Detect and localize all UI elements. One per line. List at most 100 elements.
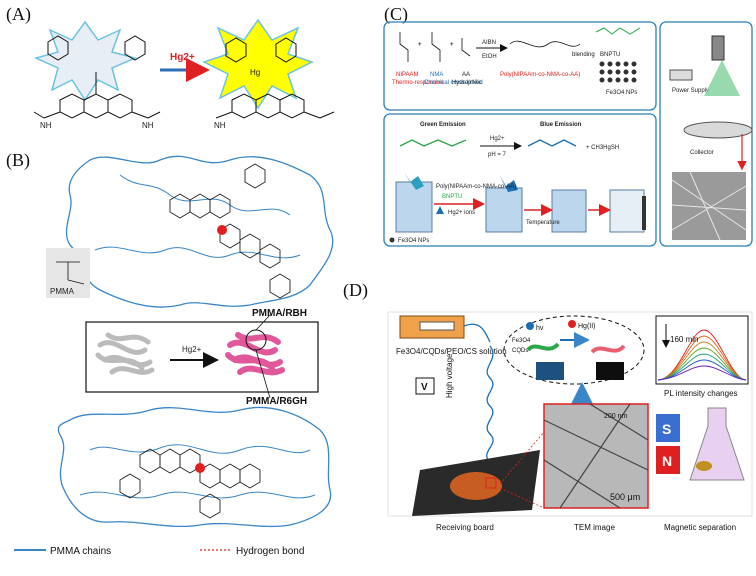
- hv-icon: [526, 322, 534, 330]
- panel-d: Fe3O4/CQDs/PEO/CS solution V High voltag…: [387, 311, 753, 532]
- synthesis-box: [383, 21, 657, 111]
- taylor-cone: [704, 60, 740, 96]
- voltage-box: [415, 377, 435, 395]
- legend-hbond-label: Hydrogen bond: [236, 546, 304, 557]
- fe3o4-label: Fe3O4 NPs: [606, 90, 637, 96]
- fiber-before: [526, 342, 560, 352]
- zoom-line-up: [255, 314, 271, 331]
- pl-label: PL intensity changes: [664, 389, 738, 398]
- sem-fibers: [671, 171, 747, 241]
- fe3o4-legend-dot: [389, 237, 395, 243]
- legend-bnptu-c: BNPTU: [442, 194, 462, 200]
- nipaam-sub: Thermo-responsive: [392, 80, 444, 86]
- magnet-s-label: S: [662, 421, 671, 437]
- pmma-label: PMMA: [50, 287, 75, 296]
- hg-ion-middle-label: Hg2+: [182, 345, 202, 354]
- molecule-a-left: [33, 35, 161, 119]
- pmma-rbh-title: PMMA/RBH: [252, 308, 307, 319]
- nma-sub: Chemical cross-linked: [424, 80, 483, 86]
- monomer-structures: [399, 32, 581, 62]
- panel-label-c: (C): [384, 4, 408, 24]
- collector-label: Collector: [690, 150, 714, 156]
- solution-label: Fe3O4/CQDs/PEO/CS solution: [396, 347, 507, 356]
- spinning-jet: [486, 345, 494, 461]
- pmma-r6gh-title: PMMA/R6GH: [246, 396, 307, 407]
- blue-emission-label: Blue Emission: [540, 122, 582, 128]
- bnptu-molecule-blue: [527, 139, 577, 147]
- tube: [463, 323, 491, 343]
- fe3o4-dots: [599, 61, 637, 83]
- fiber-spot: [450, 472, 502, 500]
- voltage-v: V: [421, 382, 428, 393]
- panel-b: PMMA PMMA/RBH Hg2+: [14, 155, 334, 557]
- molecule-rbh: [169, 163, 291, 299]
- pl-curves: [657, 329, 747, 381]
- magnet-n-label: N: [662, 453, 672, 469]
- ph-condition: pH = 7: [488, 152, 507, 158]
- nipaam-label: NIPAAM: [396, 72, 419, 78]
- zoom-line-down: [255, 349, 271, 399]
- power-supply-label: Power Supply: [672, 88, 709, 94]
- electrospin-box: [659, 21, 753, 247]
- pmma-chain-bottom-inner: [89, 444, 311, 454]
- receiving-board-label: Receiving board: [436, 523, 494, 532]
- beaker-1: [395, 172, 433, 233]
- temperature-label: Temperature: [526, 220, 560, 226]
- fe3o4-np-legend: Fe3O4 NPs: [398, 238, 429, 244]
- high-voltage-label: High voltage: [445, 353, 454, 398]
- pmma-chain-top-inner: [119, 174, 291, 216]
- tem-image: [543, 403, 649, 509]
- tem-label: TEM image: [574, 523, 615, 532]
- panel-label-d: (D): [343, 280, 368, 300]
- zoom-rect: [485, 477, 497, 489]
- hg-label-d: Hg(II): [578, 323, 596, 330]
- flask-precipitate: [696, 461, 712, 471]
- zoom-dash-1: [499, 431, 545, 485]
- cqds-label-d: CQDs: [512, 348, 528, 354]
- pmma-chain-top-inner2: [94, 246, 301, 259]
- nh-label-right2: NH: [214, 121, 226, 130]
- pink-fibers: [225, 332, 285, 376]
- etoh-label: EtOH: [482, 54, 497, 60]
- syringe-icon: [711, 35, 725, 61]
- power-supply-icon: [669, 69, 693, 81]
- legend-chains-label: PMMA chains: [50, 546, 111, 557]
- bnptu-structure: [595, 27, 641, 35]
- panel-d-frame: [387, 311, 753, 517]
- molecule-r6gh: [119, 448, 261, 519]
- fluorescence-after: [596, 362, 624, 380]
- hg-arrow-label-a: Hg2+: [170, 52, 195, 63]
- zoom-dash-2: [499, 487, 545, 509]
- tem-fibers: [543, 403, 649, 509]
- aa-label: AA: [462, 72, 470, 78]
- hv-label: hv: [536, 325, 544, 332]
- aa-sub: Hydrophilic: [452, 80, 482, 86]
- panel-label-a: (A): [6, 4, 31, 24]
- legend-hg-c: Hg2+ ions: [448, 210, 475, 216]
- collector-disk: [683, 121, 753, 139]
- panel-c: + + NIPAAM Thermo-responsive NMA Chemica…: [383, 21, 753, 247]
- pmma-chain-bottom: [57, 406, 332, 528]
- hg-condition: Hg2+: [490, 136, 505, 142]
- green-emission-label: Green Emission: [420, 122, 466, 128]
- ch3hgsh-label: + CH3HgSH: [586, 145, 619, 151]
- pmma-chain-top: [65, 155, 334, 308]
- magnet-s: [656, 414, 680, 442]
- beaker-3: [551, 189, 587, 233]
- molecule-a-right: [215, 37, 335, 119]
- nh-label-right: NH: [142, 121, 154, 130]
- panel-a: NH NH Hg2+ Hg NH: [33, 18, 335, 130]
- yellow-star: [202, 18, 314, 110]
- bnptu-molecule-green: [399, 139, 467, 147]
- beaker-2: [485, 176, 523, 233]
- polymer-label: Poly(NIPAAm-co-NMA-co-AA): [500, 72, 580, 78]
- blending-label: blending: [572, 52, 595, 58]
- hg-ion-top: [217, 225, 227, 235]
- beaker-4: [609, 189, 646, 233]
- fluorescence-before: [536, 362, 564, 380]
- nh-label-left: NH: [40, 121, 52, 130]
- magnetic-label: Magnetic separation: [664, 523, 736, 532]
- hg-ion-icon-d: [568, 320, 576, 328]
- syringe: [419, 321, 455, 331]
